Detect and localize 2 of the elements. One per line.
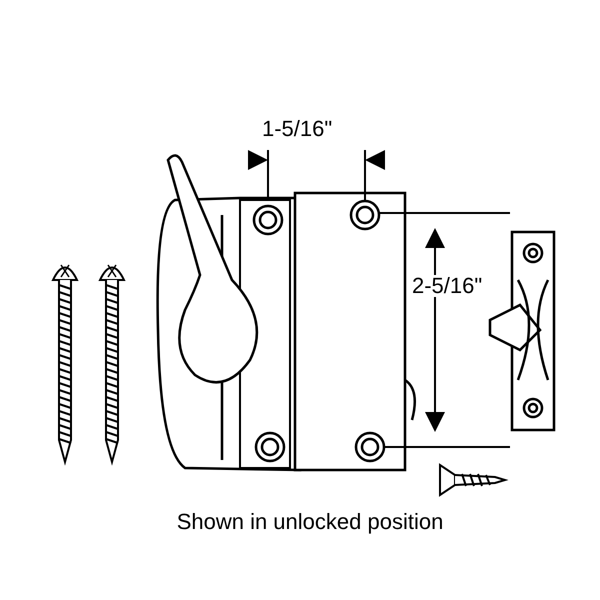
dimension-label: 2-5/16" (412, 275, 482, 297)
caption: Shown in unlocked position (176, 508, 444, 536)
